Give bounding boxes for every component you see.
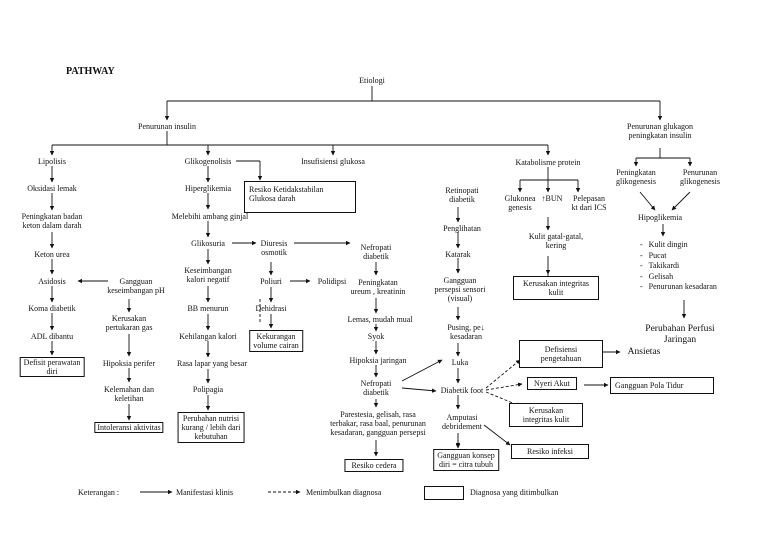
- node-katabolisme-protein: Katabolisme protein: [515, 158, 581, 167]
- node-katarak: Katarak: [445, 250, 471, 259]
- legend-diagnosa: Diagnosa yang ditimbulkan: [470, 488, 559, 497]
- node-oksidasi-lemak: Oksidasi lemak: [27, 184, 77, 193]
- symptom-item: - Pucat: [640, 250, 667, 260]
- diagnosis-intoleransi-aktivitas: Intoleransi aktivitas: [94, 422, 164, 433]
- node-syok: Syok: [367, 332, 385, 341]
- node-asidosis: Asidosis: [38, 277, 66, 286]
- node-polipagia: Polipagia: [192, 385, 224, 394]
- diagnosis-nyeri-akut: Nyeri Akut: [527, 377, 577, 390]
- node-adl-dibantu: ADL dibantu: [30, 332, 74, 341]
- node-insufisiensi-glukosa: Insufisiensi glukosa: [301, 157, 365, 166]
- symptom-item: - Kulit dingin: [640, 240, 688, 249]
- node-polidipsi: Polidipsi: [317, 277, 347, 286]
- symptom-item: - Penurunan kesadaran: [640, 282, 717, 291]
- diagnosis-gangguan-pola-tidur: Gangguan Pola Tidur: [610, 377, 714, 394]
- node-kulit-gatal: Kulit gatal-gatal,kering: [528, 232, 584, 250]
- node-hipoksia-jaringan: Hipoksia jaringan: [349, 356, 407, 365]
- node-glikogenolisis: Glikogenolisis: [184, 157, 232, 166]
- legend-box-swatch: [424, 486, 464, 500]
- legend-manifestasi: Manifestasi klinis: [176, 488, 234, 497]
- diagnosis-resiko-infeksi: Resiko infeksi: [511, 444, 589, 459]
- node-kehilangan-kalori: Kehilangan kalori: [179, 332, 237, 341]
- node-hipoglikemia: Hipoglikemia: [638, 213, 682, 222]
- node-rasa-lapar: Rasa lapar yang besar: [177, 359, 247, 368]
- node-lemas: Lemas, mudah mual: [347, 315, 413, 324]
- node-glikosuria: Glikosuria: [191, 239, 225, 248]
- symptom-list: - Kulit dingin - Pucat - Takikardi - Gel…: [640, 240, 717, 293]
- diagnosis-resiko-cedera: Resiko cedera: [344, 459, 404, 472]
- legend-menimbulkan: Menimbulkan diagnosa: [306, 488, 382, 497]
- node-bb-menurun: BB menurun: [187, 304, 229, 313]
- page-title: PATHWAY: [66, 66, 115, 77]
- symptom-item: - Takikardi: [640, 261, 680, 270]
- node-penurunan-insulin: Penurunan insulin: [138, 122, 196, 131]
- node-hipoksia-perifer: Hipoksia perifer: [102, 359, 156, 368]
- node-bun: ↑BUN: [541, 194, 563, 203]
- node-keton-urea: Keton urea: [34, 250, 70, 259]
- diagnosis-ansietas: Ansietas: [627, 347, 661, 357]
- node-dehidrasi: Dehidrasi: [255, 304, 287, 313]
- node-melebihi-ambang: Melebihi ambang ginjal: [171, 212, 249, 221]
- node-poliuri: Poliuri: [260, 277, 282, 286]
- symptom-item: - Gelisah: [640, 271, 674, 281]
- node-luka: Luka: [451, 358, 469, 367]
- node-hiperglikemia: Hiperglikemia: [184, 184, 232, 193]
- node-pusing: Pusing, pe↓kesadaran: [447, 323, 485, 341]
- node-lipolisis: Lipolisis: [37, 157, 67, 166]
- node-koma-diabetik: Koma diabetik: [28, 304, 76, 313]
- legend-keterangan: Keterangan :: [78, 488, 120, 497]
- node-penglihatan: Penglihatan: [443, 224, 481, 233]
- node-etiologi: Etiologi: [359, 76, 385, 85]
- node-diabetic-foot: Diabetik foot: [440, 386, 484, 395]
